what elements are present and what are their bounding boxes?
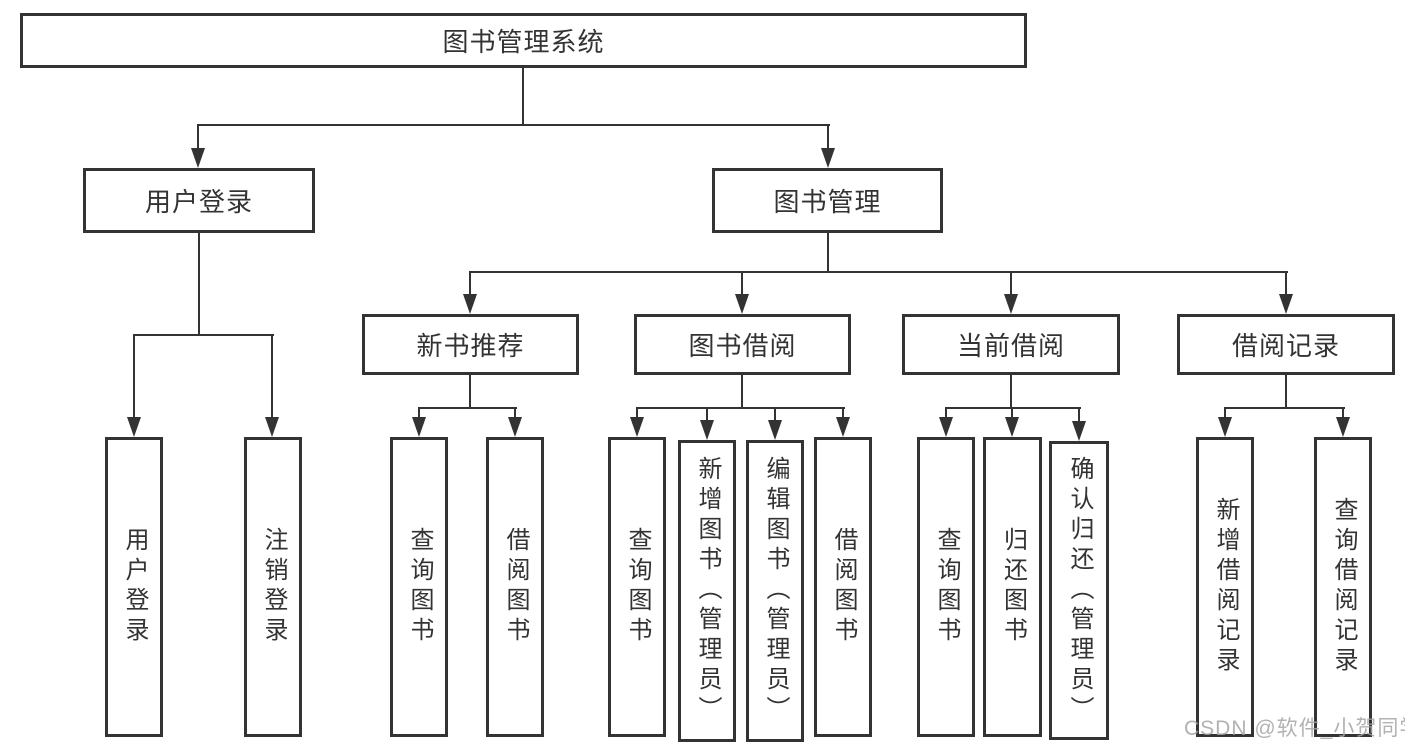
node-new-book-recommend: 新书推荐 [362,314,579,375]
connector-line [1078,407,1080,425]
arrow-down-icon [1218,417,1232,437]
node-book-borrow: 图书借阅 [634,314,851,375]
node-leaf-borrow-book-2: 借阅图书 [814,437,872,737]
arrow-down-icon [412,417,426,437]
connector-line [1224,407,1226,421]
node-borrow-records: 借阅记录 [1177,314,1395,375]
csdn-watermark: CSDN @软件_小贺同学 [1184,717,1405,740]
arrow-down-icon [463,294,477,314]
arrow-down-icon [735,294,749,314]
connector-line [418,407,517,409]
arrow-down-icon [836,417,850,437]
arrow-down-icon [1072,421,1086,441]
node-leaf-query-book-2: 查询图书 [608,437,666,737]
node-leaf-add-borrow-record: 新增借阅记录 [1196,437,1254,737]
connector-line [945,407,1081,409]
connector-line [1010,375,1012,409]
connector-line [418,407,420,421]
connector-line [197,124,199,152]
arrow-down-icon [1005,417,1019,437]
connector-line [469,375,471,409]
arrow-down-icon [191,148,205,168]
connector-line [741,271,743,297]
node-leaf-borrow-book-1: 借阅图书 [486,437,544,737]
connector-line [842,407,844,421]
node-user-login: 用户登录 [83,168,315,233]
connector-line [522,68,524,125]
connector-line [469,271,1288,273]
connector-line [741,375,743,409]
arrow-down-icon [1279,294,1293,314]
arrow-down-icon [768,420,782,440]
node-root: 图书管理系统 [20,13,1027,68]
connector-line [133,334,274,336]
connector-line [1285,375,1287,409]
connector-line [636,407,638,421]
node-book-management: 图书管理 [712,168,943,233]
connector-line [1342,407,1344,421]
arrow-down-icon [939,417,953,437]
node-leaf-logout: 注销登录 [244,437,302,737]
connector-line [198,232,200,336]
arrow-down-icon [265,417,279,437]
connector-line [706,407,708,424]
connector-line [1285,271,1287,297]
node-leaf-query-borrow-record: 查询借阅记录 [1314,437,1372,737]
node-leaf-confirm-return-admin: 确认归还（管理员） [1049,441,1109,740]
connector-line [1224,407,1345,409]
connector-line [514,407,516,421]
arrow-down-icon [821,148,835,168]
node-leaf-query-book-3: 查询图书 [917,437,975,737]
node-leaf-user-login: 用户登录 [105,437,163,737]
connector-line [636,407,845,409]
connector-line [197,124,830,126]
arrow-down-icon [127,417,141,437]
node-leaf-add-book-admin: 新增图书（管理员） [678,440,736,742]
connector-line [271,334,273,422]
arrow-down-icon [1336,417,1350,437]
connector-line [945,407,947,421]
node-current-borrow: 当前借阅 [902,314,1120,375]
arrow-down-icon [630,417,644,437]
arrow-down-icon [700,420,714,440]
node-leaf-query-book-1: 查询图书 [390,437,448,737]
connector-line [1011,407,1013,421]
connector-line [827,124,829,152]
connector-line [1010,271,1012,297]
connector-line [469,271,471,297]
connector-line [774,407,776,424]
node-leaf-edit-book-admin: 编辑图书（管理员） [746,440,804,742]
arrow-down-icon [1004,294,1018,314]
connector-line [827,232,829,273]
connector-line [133,334,135,422]
arrow-down-icon [508,417,522,437]
node-leaf-return-book: 归还图书 [983,437,1042,737]
